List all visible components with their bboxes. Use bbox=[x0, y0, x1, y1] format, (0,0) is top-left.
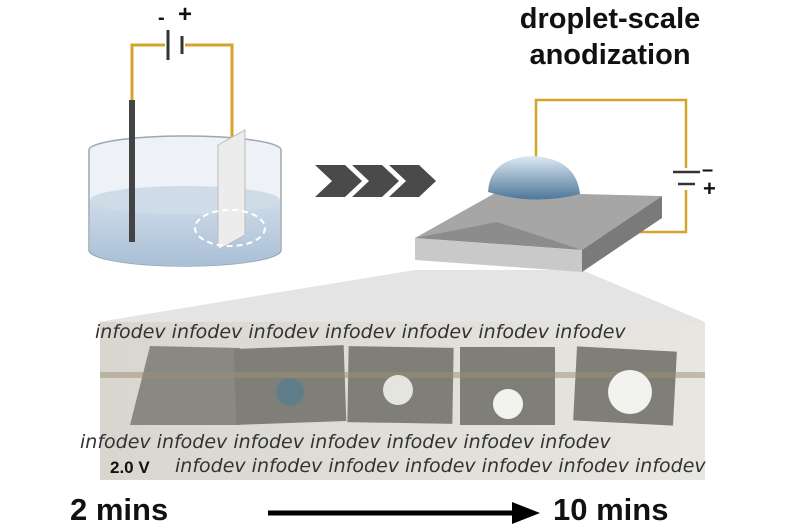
process-arrow-chevrons bbox=[315, 165, 436, 197]
time-end: 10 mins bbox=[553, 492, 668, 527]
battery-plus: + bbox=[178, 1, 192, 28]
battery-icon bbox=[166, 30, 184, 60]
title-line2: anodization bbox=[529, 39, 690, 71]
zoom-projection bbox=[98, 270, 705, 322]
svg-text:infodev infodev infodev infode: infodev infodev infodev infodev infodev … bbox=[95, 321, 626, 343]
beaker-setup: - + bbox=[88, 1, 282, 267]
wire-left bbox=[130, 43, 165, 150]
submerged-area bbox=[194, 209, 266, 247]
title-line1: droplet-scale bbox=[520, 3, 701, 35]
slab-side bbox=[582, 196, 662, 272]
wire-top bbox=[534, 98, 688, 170]
battery-plus: + bbox=[703, 176, 716, 201]
svg-text:infodev infodev infodev infode: infodev infodev infodev infodev infodev … bbox=[175, 455, 706, 477]
droplet bbox=[488, 156, 580, 200]
droplet-setup: – + bbox=[415, 98, 716, 272]
battery-icon bbox=[673, 170, 700, 186]
counter-electrode bbox=[129, 100, 135, 242]
time-start: 2 mins bbox=[70, 492, 168, 527]
time-arrow-head bbox=[512, 502, 540, 524]
battery-minus: - bbox=[158, 7, 165, 29]
sample-photo: infodev infodev infodev infodev infodev … bbox=[80, 321, 706, 480]
wire-right bbox=[185, 43, 234, 145]
slab-front bbox=[415, 238, 582, 272]
voltage-label: 2.0 V bbox=[110, 458, 150, 477]
sample-2min bbox=[130, 346, 240, 425]
sample-plate bbox=[217, 129, 246, 251]
svg-text:infodev infodev infodev infode: infodev infodev infodev infodev infodev … bbox=[80, 431, 611, 453]
battery-minus: – bbox=[702, 159, 713, 181]
